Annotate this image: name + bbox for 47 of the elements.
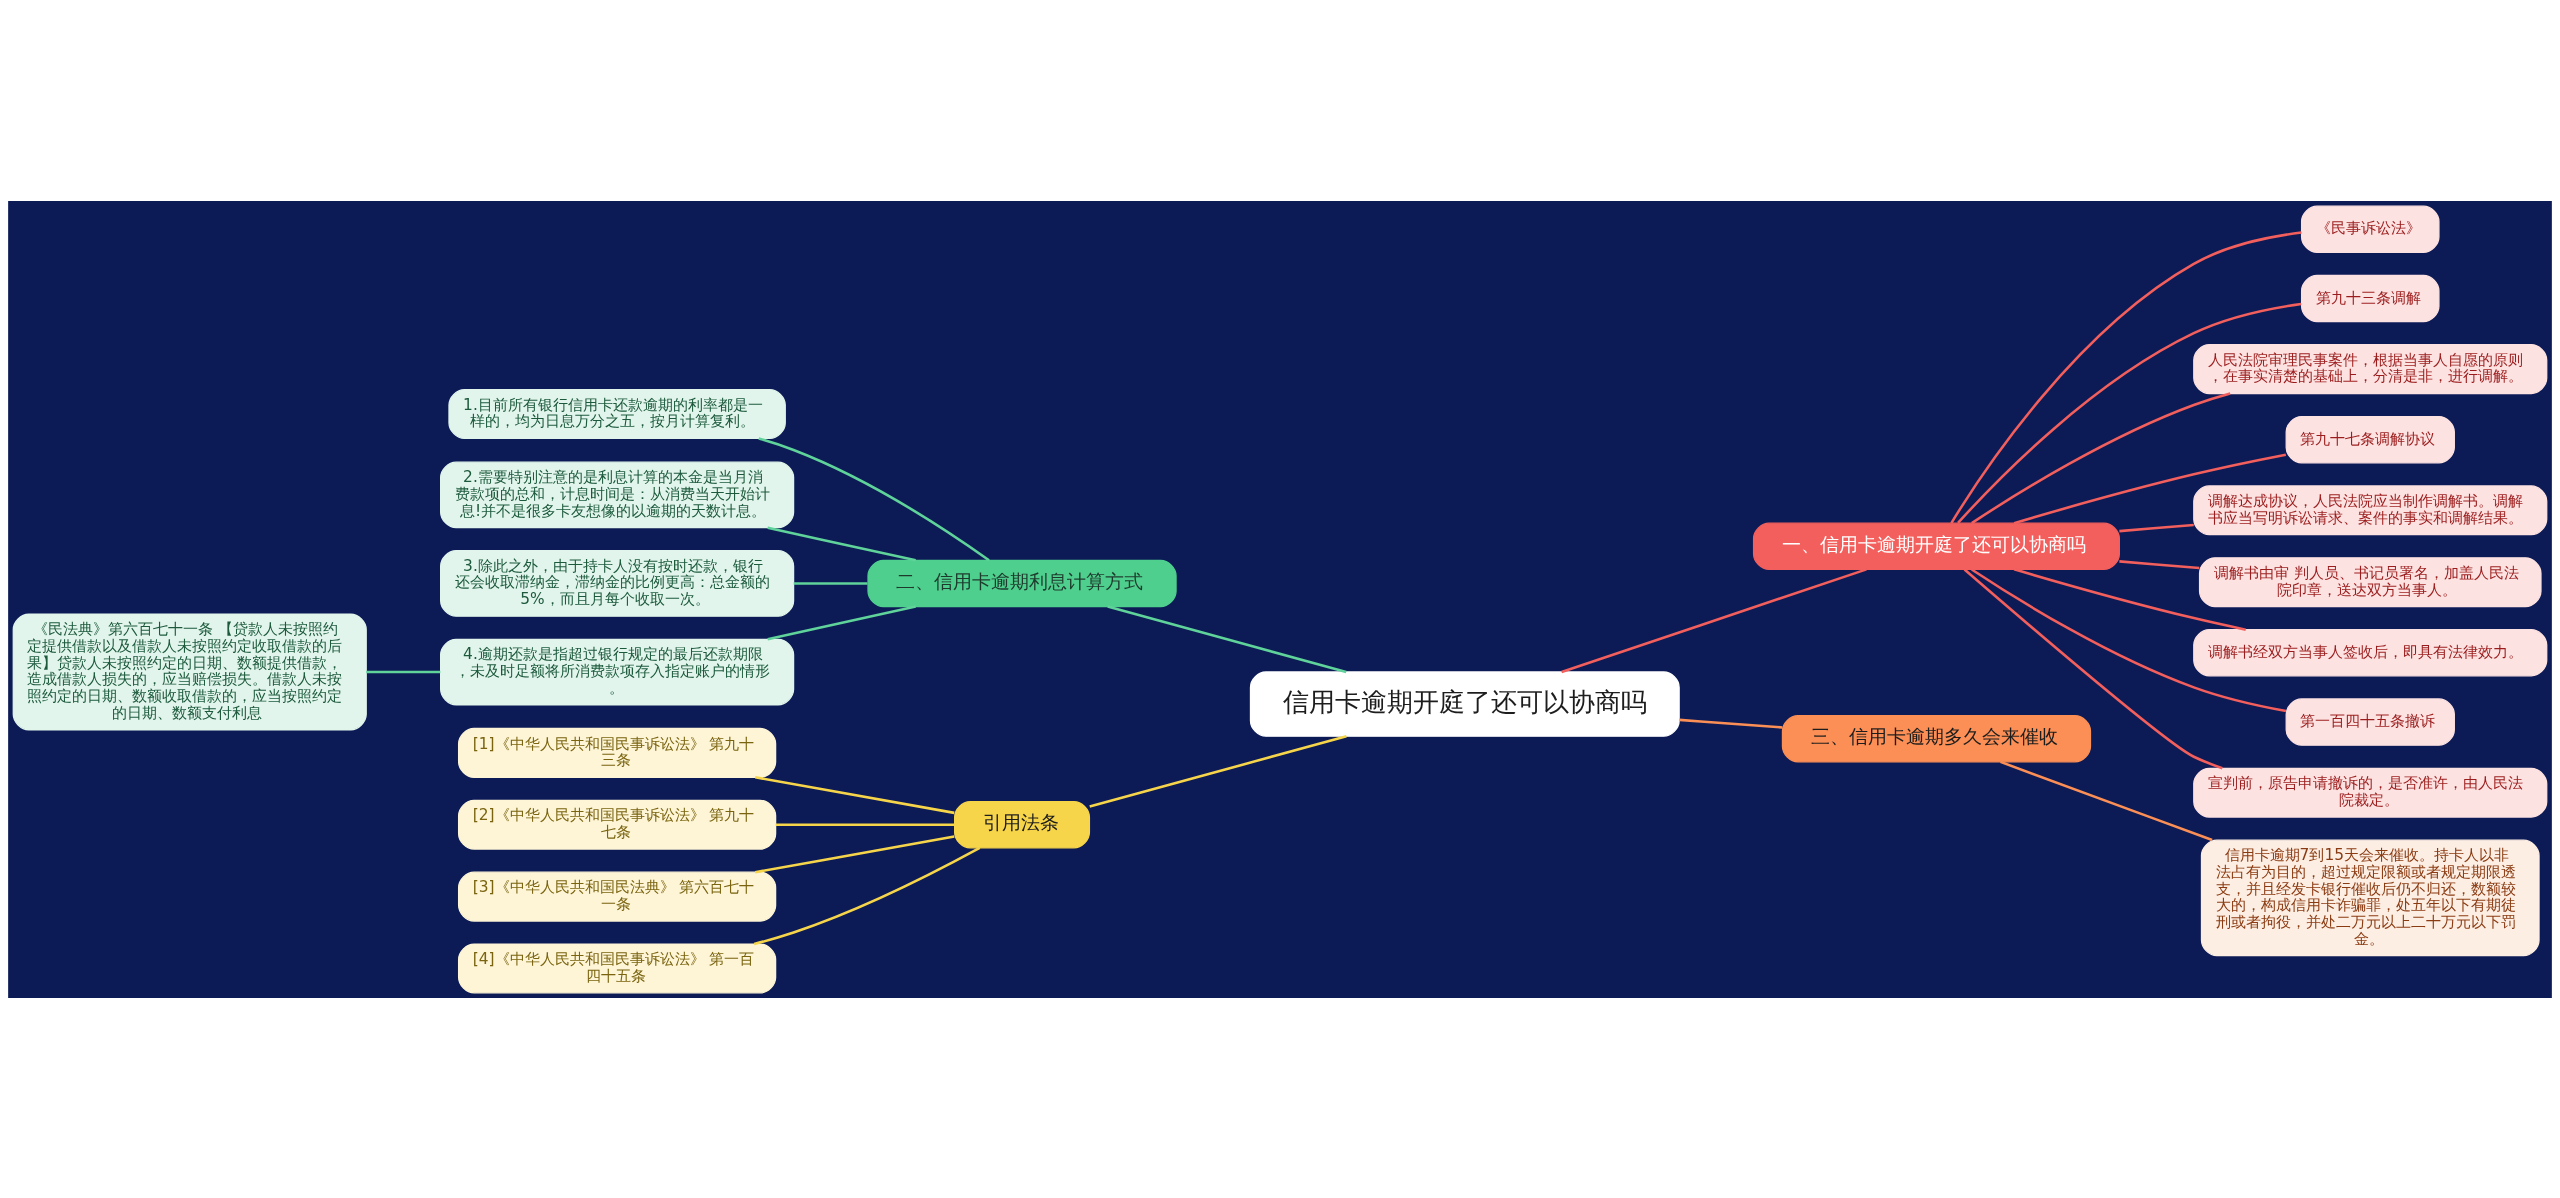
connector [754, 834, 955, 873]
connector [1107, 604, 1347, 673]
node-box: 第九十三条调解 [2300, 274, 2440, 322]
connector [2013, 567, 2246, 631]
node-box: 3.除此之外，由于持卡人没有按时还款，银行还会收取滞纳金，滞纳金的比例更高：总金额的5%，而且月每个收取一次。 [440, 549, 795, 617]
node-box: 一、信用卡逾期开庭了还可以协商吗 [1752, 522, 2120, 570]
connector [1950, 230, 2302, 524]
node-box: 信用卡逾期7到15天会来催收。持卡人以非法占有为目的，超过规定限额或者规定期限透支，并且经发卡银行催收后仍不归还，数额较大的，构成信用卡诈骗罪，处五年以下有期徒刑或者拘役，并处二万元以上二十万元以下罚金。 [2200, 839, 2540, 956]
node-box: 调解书由审 判人员、书记员署名，加盖人民法院印章，送达双方当事人。 [2198, 556, 2542, 607]
connector [767, 604, 916, 640]
connector [1971, 391, 2231, 524]
connector [1679, 718, 1783, 729]
connector [366, 670, 441, 673]
node-box: 三、信用卡逾期多久会来催收 [1781, 714, 2092, 762]
node-box: 二、信用卡逾期利息计算方式 [867, 559, 1177, 607]
node-box: 2.需要特别注意的是利息计算的本金是当月消费款项的总和，计息时间是：从消费当天开始计息!并不是很多卡友想像的以逾期的天数计息。 [440, 461, 795, 528]
connector [758, 436, 990, 561]
node-box: [2]《中华人民共和国民事诉讼法》 第九十七条 [458, 799, 777, 850]
connector [2119, 523, 2194, 532]
node-box: 1.目前所有银行信用卡还款逾期的利率都是一样的，均为日息万分之五，按月计算复利。 [448, 388, 786, 439]
node-box: [4]《中华人民共和国民事诉讼法》 第一百四十五条 [458, 942, 777, 993]
node-box: 4.逾期还款是指超过银行规定的最后还款期限，未及时足额将所消费款项存入指定账户的情形。 [440, 638, 795, 705]
connector [2013, 453, 2287, 524]
node-box: 第一百四十五条撤诉 [2285, 697, 2455, 746]
node-box: [3]《中华人民共和国民法典》 第六百七十一条 [458, 871, 777, 922]
connector [1957, 302, 2302, 524]
node-box: 引用法条 [954, 800, 1091, 848]
connector [1971, 567, 2287, 712]
connector [753, 846, 981, 945]
connector [754, 775, 955, 814]
connector [1963, 568, 2223, 769]
node-box: 《民事诉讼法》 [2300, 205, 2440, 253]
connector [775, 822, 955, 826]
node-box: 人民法院审理民事案件，根据当事人自愿的原则，在事实清楚的基础上，分清是非，进行调解。 [2193, 343, 2548, 394]
node-box: [1]《中华人民共和国民事诉讼法》 第九十三条 [458, 727, 777, 778]
node-box: 第九十七条调解协议 [2285, 415, 2455, 463]
node-box: 调解书经双方当事人签收后，即具有法律效力。 [2193, 628, 2548, 676]
connector [793, 581, 868, 585]
connector [1089, 734, 1347, 808]
node-box: 调解达成协议，人民法院应当制作调解书。调解书应当写明诉讼请求、案件的事实和调解结果。 [2193, 484, 2548, 535]
node-box: 宣判前，原告申请撤诉的，是否准许，由人民法院裁定。 [2193, 767, 2548, 818]
connector [767, 526, 916, 562]
connector [2119, 559, 2200, 569]
connector [1561, 567, 1867, 673]
connector [2000, 760, 2213, 841]
node-box: 信用卡逾期开庭了还可以协商吗 [1249, 670, 1680, 737]
node-box: 《民法典》第六百七十一条 【贷款人未按照约定提供借款以及借款人未按照约定收取借款的后果】贷款人未按照约定的日期、数额提供借款，造成借款人损失的，应当赔偿损失。借款人未按照约定的日期、数额收取借款的，应当按照约定的日期、数额支付利息 [12, 613, 367, 730]
